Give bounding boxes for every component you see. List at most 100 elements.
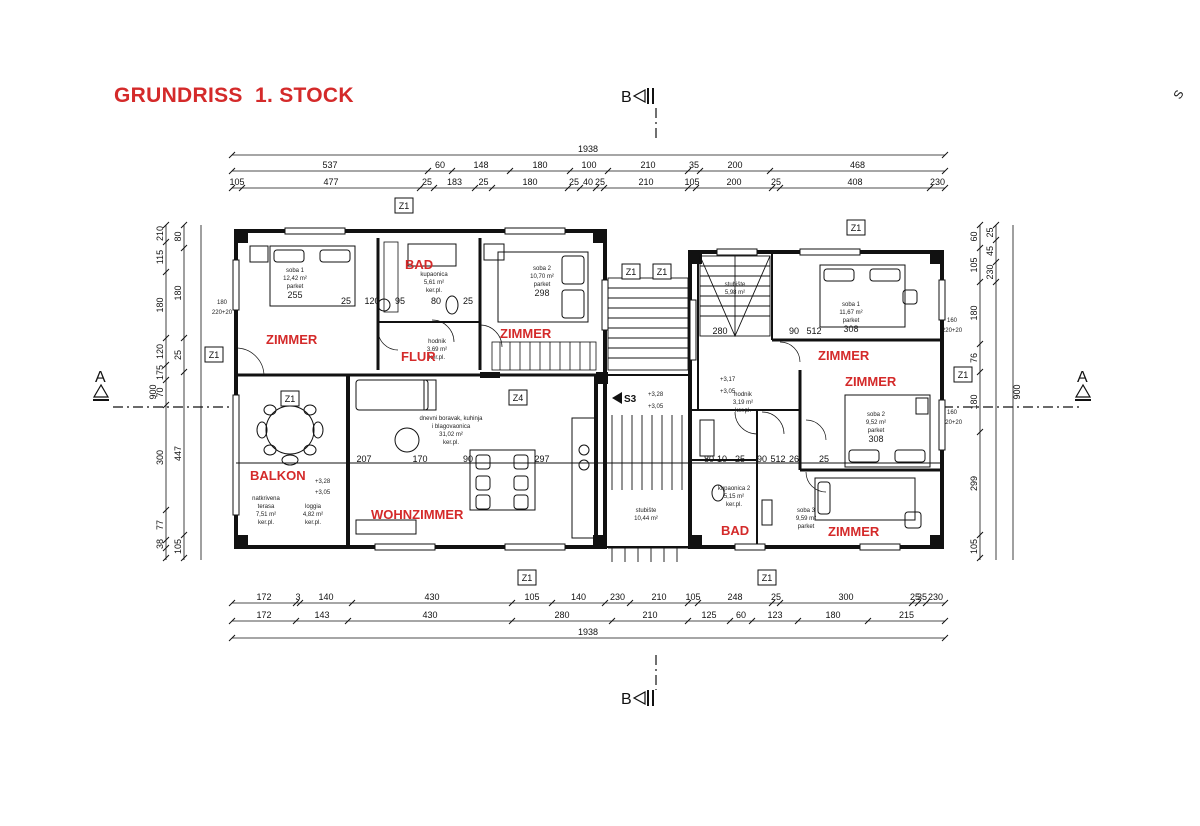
label-flur: FLUR [401,349,436,364]
dimension-bottom-2: 430 [422,610,437,620]
dimension-ticks [162,151,1000,642]
dimension-interior: 280 [712,326,727,336]
room-text-stubiste_bottom: stubište [636,508,657,514]
left-wardrobe [383,241,597,371]
room-text-soba1_left: parket [287,284,304,290]
room-text-stubiste_bottom: 10,44 m² [634,516,658,522]
section-marker-a-right: A [1074,369,1092,401]
dimension-left-inner: 447 [173,446,183,461]
dimension-right-inner: 230 [985,264,995,279]
dimension-top-2: 105 [229,177,244,187]
dimension-bottom-2: 125 [701,610,716,620]
room-text-dnevni: i blagovaonica [432,424,471,430]
label-wohnzimmer: WOHNZIMMER [371,507,464,522]
room-labels: ZIMMER BAD FLUR ZIMMER BALKON WOHNZIMMER… [250,257,897,539]
dimension-top-1: 200 [727,160,742,170]
room-text-kupaonica1: kupaonica [420,272,448,278]
room-text-soba1_right: 11,67 m² [839,310,862,316]
room-text-soba1_left: soba 1 [286,268,305,274]
room-text-stubiste_top: 5,98 m² [725,290,745,296]
dimension-right-outer: 299 [969,476,979,491]
bed-room1-right [819,264,918,328]
dimension-left-outer: 120 [155,344,165,359]
tag-label: Z4 [513,393,524,403]
dimension-top-2: 180 [522,177,537,187]
section-marker-b-bottom: B [621,690,654,708]
dimension-top-2: 40 [583,177,593,187]
dimension-left-outer: 115 [155,250,165,264]
dimension-bottom-2: 215 [899,610,914,620]
dimension-right-outer: 60 [969,231,979,241]
label-bad-1: BAD [405,257,433,272]
room-text-soba2_left: 298 [534,288,549,298]
door-swings [235,319,827,493]
dimension-total-height: 900 [148,384,158,399]
dimension-interior: 512 [806,326,821,336]
window-size: 180 [217,300,228,306]
tag-box [517,569,537,586]
north-arrow-mark: S [1170,88,1186,102]
svg-text:+3,28: +3,28 [315,479,331,485]
tag-box [846,219,866,236]
room-text-loggia: ker.pl. [305,520,321,526]
dimension-top-1: 537 [322,160,337,170]
dimension-overall: 1938 [578,144,598,154]
section-s3-marker: S3 [612,392,637,405]
tag-box [652,263,672,280]
dimension-total-height: 900 [1012,384,1022,399]
dimension-left-outer: 210 [155,226,165,241]
tag-box [204,346,224,363]
room-text-hodnik_left: 3,69 m² [427,347,447,353]
window-size: 160 [947,410,958,416]
svg-text:+3,28: +3,28 [648,392,664,398]
section-marker-a-left: A [92,369,110,401]
dimension-left-inner: 180 [173,285,183,300]
dimension-bottom-2: 280 [554,610,569,620]
room-text-soba1_left: 12,42 m² [283,276,307,282]
dimension-right-outer: 105 [969,539,979,554]
dimension-left-inner: 25 [173,350,183,360]
dimension-bottom-1: 210 [651,592,666,602]
room-text-kupaonica1: 5,61 m² [424,280,444,286]
dimension-interior: 170 [412,454,427,464]
svg-text:A: A [95,369,106,386]
room-text-kupaonica2: 5,15 m² [724,494,744,500]
dimension-bottom-1: 140 [318,592,333,602]
window-size: 160 [947,318,958,324]
right-stair [699,255,771,338]
dimension-top-1: 35 [689,160,699,170]
dimension-top-2: 477 [323,177,338,187]
dimension-right-outer: 180 [969,394,979,409]
room-text-terasa: terasa [258,504,275,510]
dimension-top-2: 25 [422,177,432,187]
tag-label: Z1 [762,573,773,583]
svg-text:B: B [621,691,632,708]
dimension-interior: 120 [364,296,379,306]
section-lines [113,108,1083,690]
room-text-soba3_right: 9,59 m² [796,516,816,522]
dimension-right-inner: 45 [985,246,995,256]
svg-text:S3: S3 [624,394,637,405]
dimension-interior: 297 [534,454,549,464]
dimension-bottom-1: 35 [917,592,927,602]
dimension-bottom-2: 60 [736,610,746,620]
dimension-bottom-2: 123 [767,610,782,620]
dimension-top-2: 183 [447,177,462,187]
label-balkon: BALKON [250,468,306,483]
room-text-soba2_left: parket [534,282,551,288]
bed-room2-right [844,394,931,468]
dimension-bottom-1: 300 [838,592,853,602]
dimension-left-inner: 105 [173,539,183,554]
dimension-bottom-1: 25 [771,592,781,602]
dimension-interior: 25 [819,454,829,464]
room-text-hodnik_right: 3,19 m² [733,400,753,406]
room-text-soba2_right: 9,52 m² [866,420,886,426]
svg-text:+3,05: +3,05 [648,404,664,410]
room-text-dnevni: ker.pl. [443,440,459,446]
wall-pillars [236,231,942,547]
room-text-dnevni: 31,02 m² [439,432,463,438]
bed-room1-left [249,245,356,307]
svg-text:+3,05: +3,05 [315,490,331,496]
